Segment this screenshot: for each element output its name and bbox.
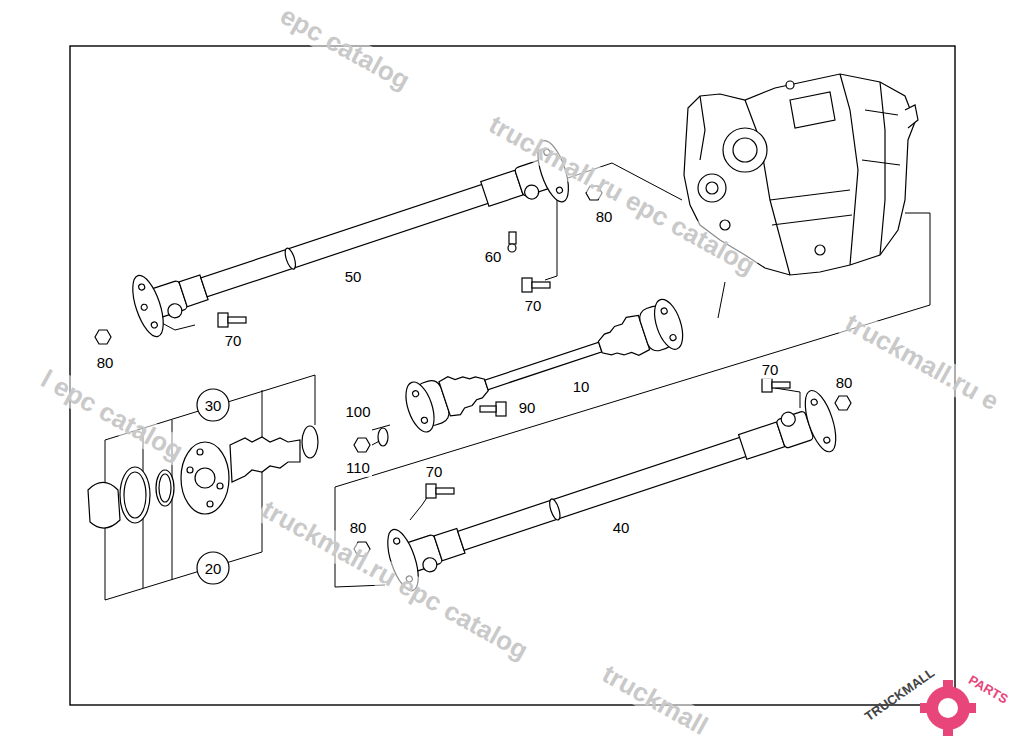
- logo-text: PARTS: [964, 672, 1012, 708]
- callout-number: 10: [571, 379, 592, 396]
- callout-number: 60: [483, 249, 504, 266]
- logo-text: TRUCKMALL: [861, 665, 939, 726]
- watermark: epc catalog: [274, 0, 416, 96]
- callout-number: 80: [348, 520, 369, 537]
- frame: [70, 46, 955, 705]
- callout-number: 110: [344, 460, 372, 477]
- callout-number: 70: [223, 333, 244, 350]
- watermark: truckmall.ru epc catalog: [256, 494, 535, 666]
- watermark: truckmall: [596, 659, 714, 742]
- callout-number: 70: [760, 362, 781, 379]
- callout-number: 30: [205, 397, 222, 414]
- circle-outline: [197, 552, 229, 584]
- callout-number: 20: [205, 560, 222, 577]
- callout-number: 80: [95, 355, 116, 372]
- callout-number: 70: [424, 464, 445, 481]
- callout-number: 50: [343, 269, 364, 286]
- callout-number: 70: [523, 298, 544, 315]
- callout-circle: 20: [196, 551, 230, 585]
- callout-number: 80: [834, 375, 855, 392]
- callout-number: 40: [611, 520, 632, 537]
- callout-number: 80: [594, 209, 615, 226]
- watermark: truckmall.ru e: [839, 307, 1005, 417]
- fastener: [95, 186, 851, 556]
- leader-line: [105, 163, 930, 600]
- callout-number: 100: [343, 404, 372, 421]
- watermark: l epc catalog: [34, 363, 189, 466]
- propeller-shaft: [127, 137, 575, 340]
- callout-number: 90: [517, 400, 538, 417]
- logo-gear: [920, 680, 976, 736]
- callout-circle: 30: [196, 388, 230, 422]
- cv-shaft: [400, 296, 688, 436]
- circle-outline: [197, 389, 229, 421]
- watermark: truckmall.ru epc catalog: [483, 109, 762, 281]
- propeller-shaft: [382, 387, 842, 594]
